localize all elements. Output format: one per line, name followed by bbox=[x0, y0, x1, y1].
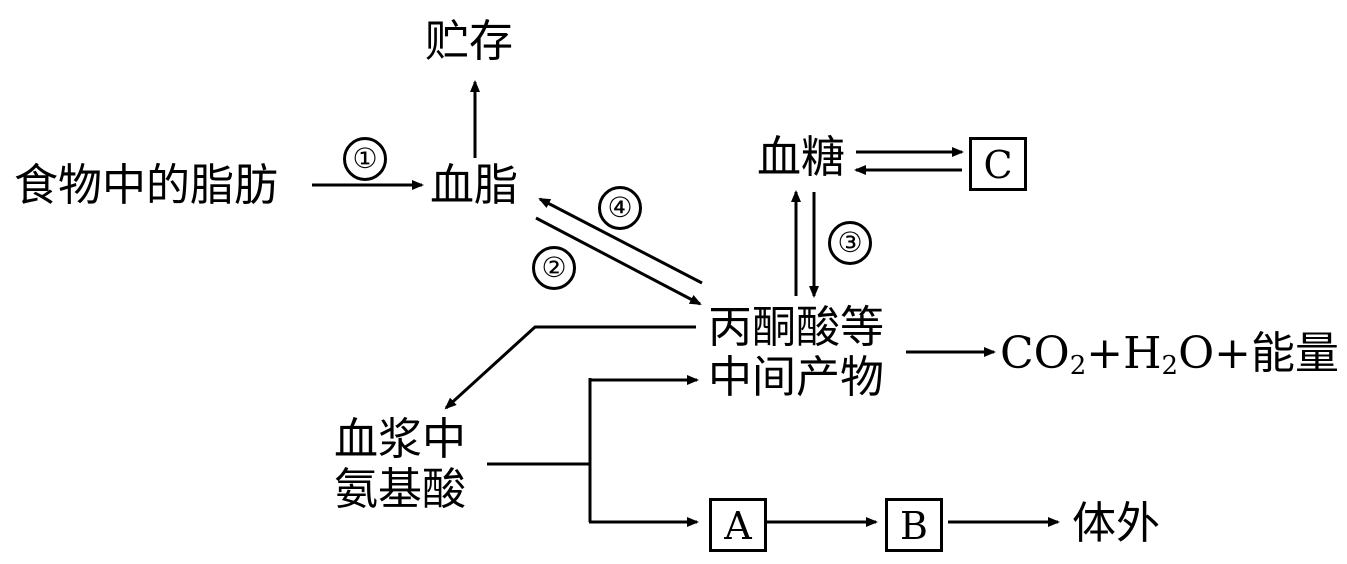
energy-sub-1: 2 bbox=[1069, 351, 1087, 381]
energy-co: CO bbox=[1000, 328, 1070, 379]
arrow-pyruvate-to-lipid bbox=[538, 197, 703, 285]
node-box-a: A bbox=[709, 498, 767, 552]
step-4-marker: ④ bbox=[598, 186, 642, 230]
node-food-fat: 食物中的脂肪 bbox=[14, 160, 278, 211]
node-blood-lipid: 血脂 bbox=[430, 160, 518, 211]
arrow-pyruvate-to-amino bbox=[444, 325, 696, 410]
step-3-marker: ③ bbox=[828, 221, 872, 265]
energy-plus-h: +H bbox=[1086, 328, 1162, 379]
energy-tail: O+能量 bbox=[1178, 328, 1340, 379]
node-pyruvate-line2: 中间产物 bbox=[708, 352, 884, 403]
arrow-lipid-to-pyruvate bbox=[535, 216, 702, 306]
step-2-marker: ② bbox=[532, 246, 576, 290]
node-energy-products: CO2+H2O+能量 bbox=[1000, 332, 1339, 381]
node-pyruvate-line1: 丙酮酸等 bbox=[708, 302, 884, 353]
node-outside: 体外 bbox=[1072, 498, 1160, 549]
node-box-c: C bbox=[969, 137, 1027, 191]
node-plasma-amino-line2: 氨基酸 bbox=[334, 464, 466, 515]
energy-sub-2: 2 bbox=[1161, 351, 1179, 381]
node-plasma-amino-line1: 血浆中 bbox=[334, 414, 466, 465]
node-storage: 贮存 bbox=[425, 16, 513, 67]
node-box-b: B bbox=[885, 498, 943, 552]
node-blood-sugar: 血糖 bbox=[757, 132, 845, 183]
step-1-marker: ① bbox=[343, 137, 387, 181]
